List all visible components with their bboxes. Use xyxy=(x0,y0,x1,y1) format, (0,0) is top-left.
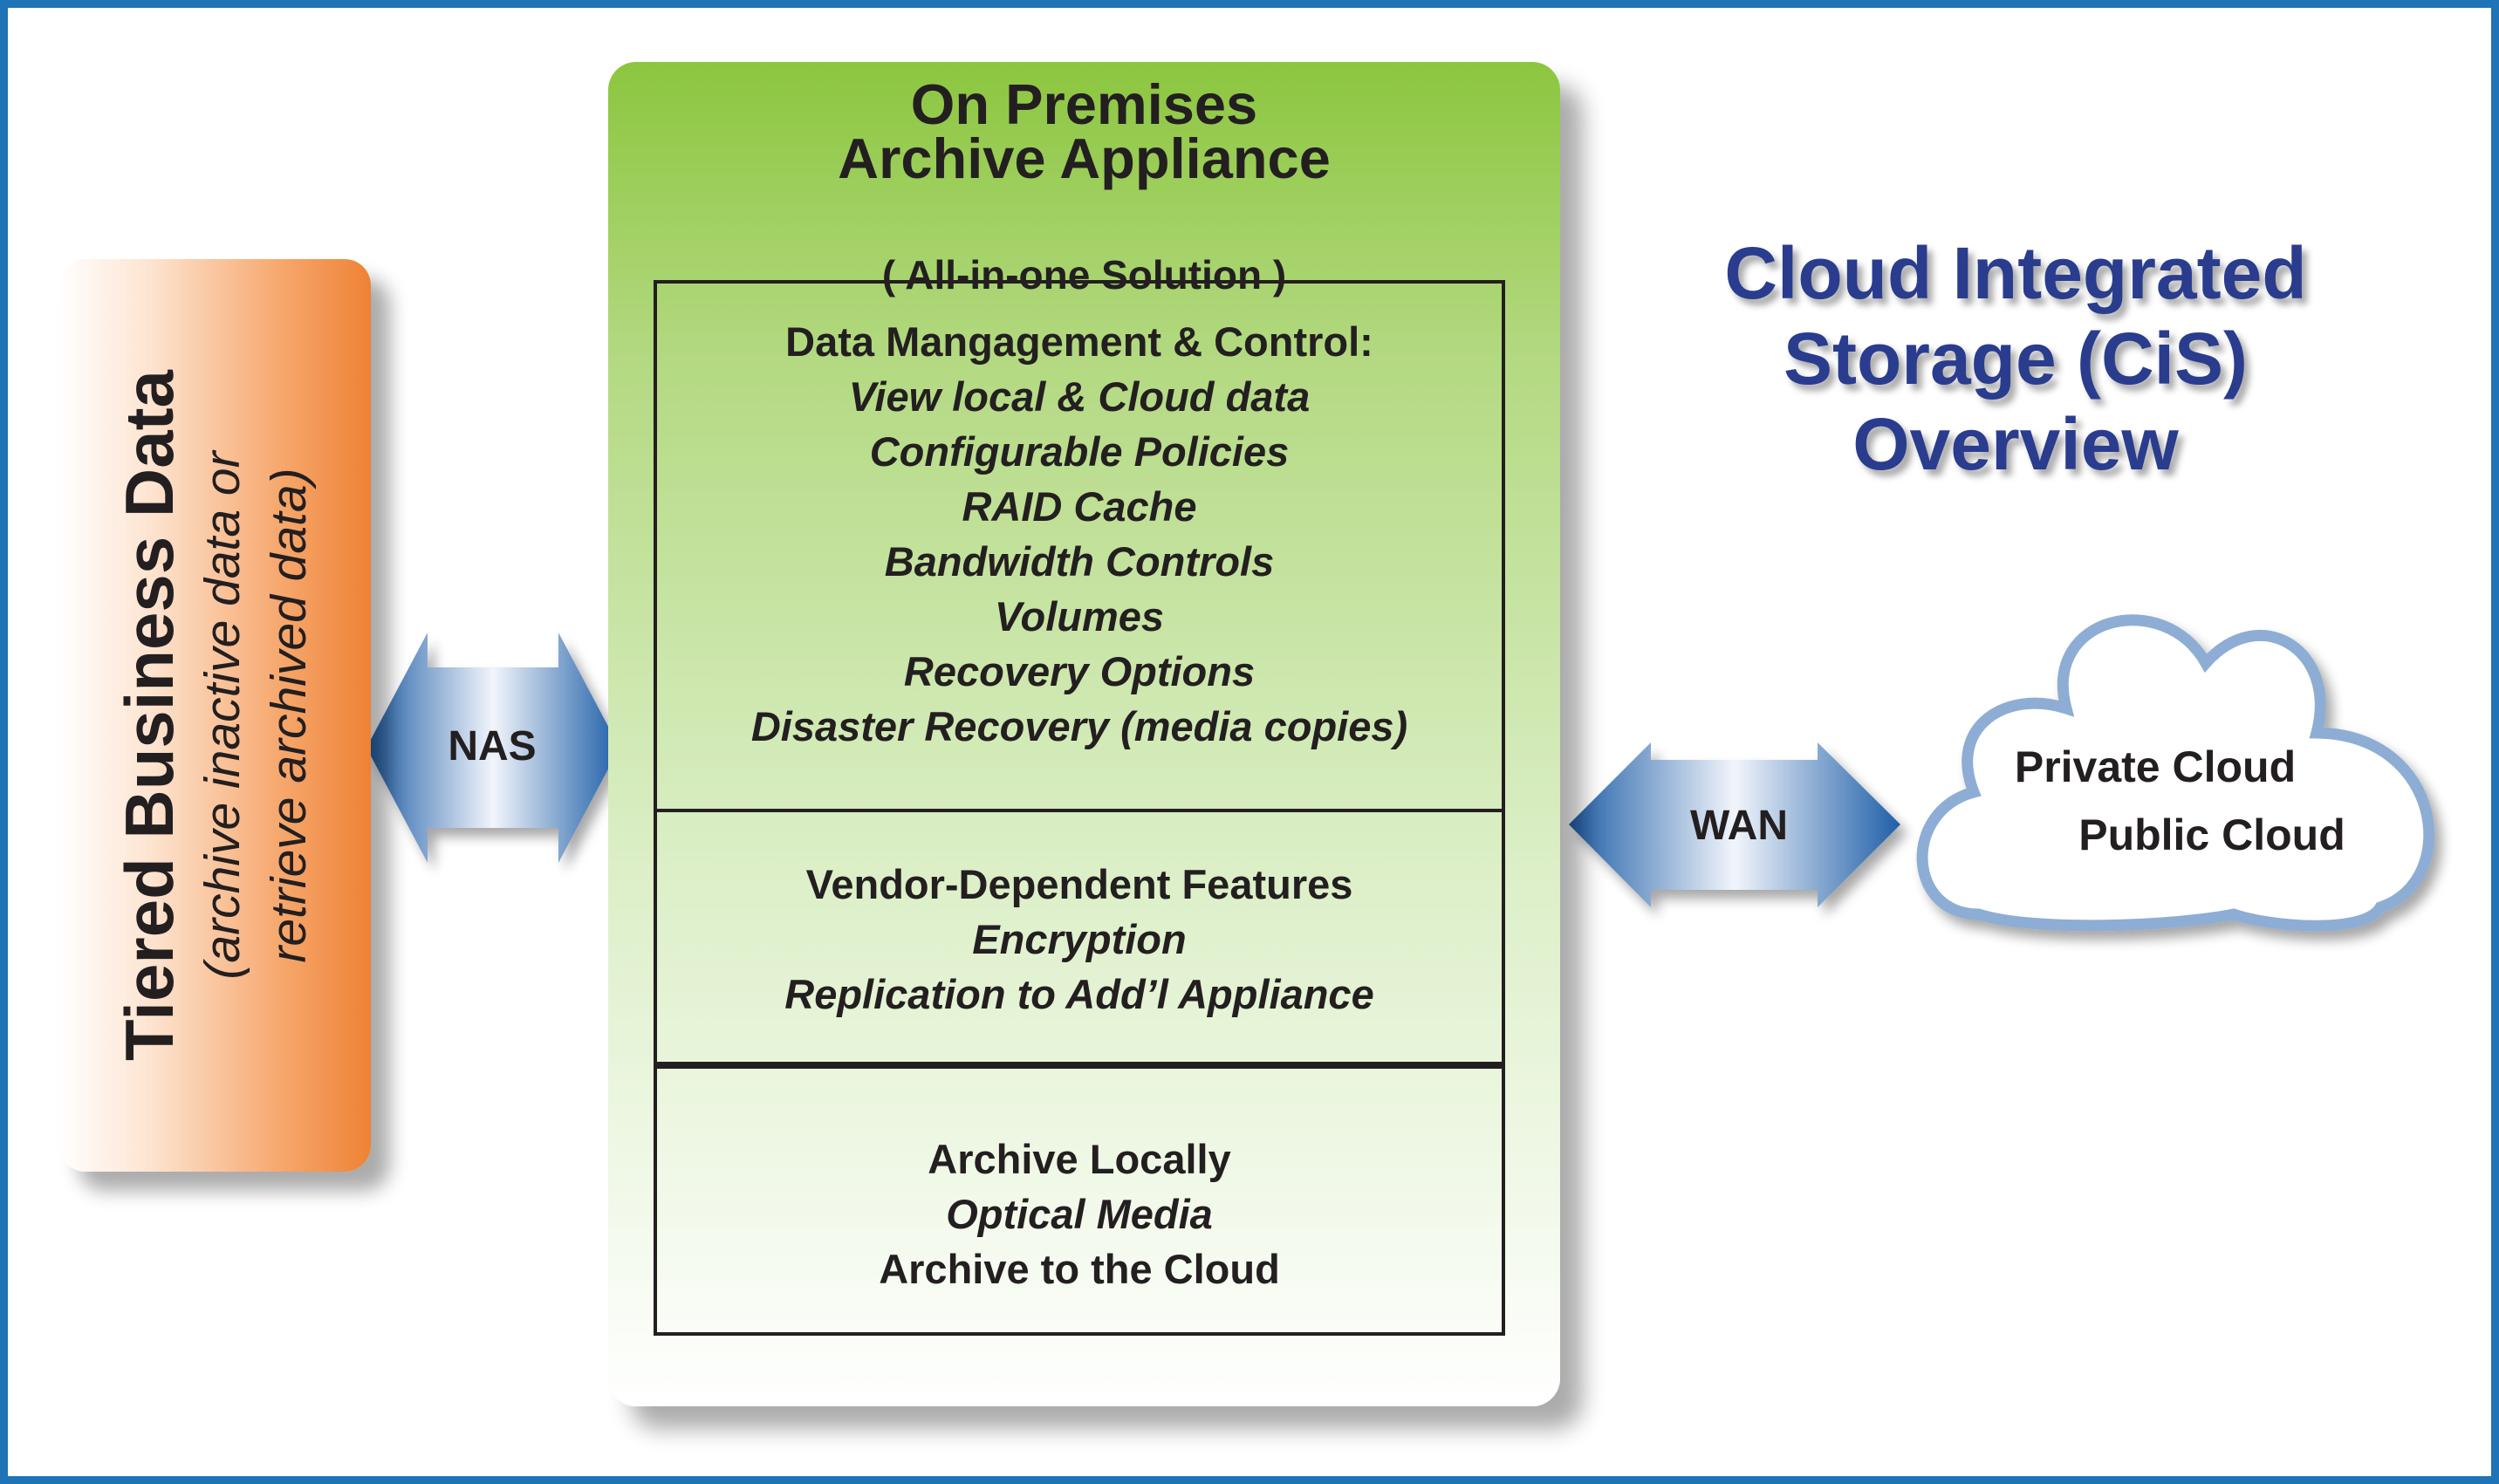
overview-title-line2: Storage (CiS) xyxy=(1783,318,2249,400)
data-management-item: Bandwidth Controls xyxy=(884,538,1275,585)
data-management-heading: Data Mangagement & Control: xyxy=(785,318,1373,365)
tiered-business-data-subtitle-line1: (archive inactive data or xyxy=(194,451,250,980)
tiered-business-data-card: Tiered Business Data (archive inactive d… xyxy=(59,259,371,1172)
data-management-item: View local & Cloud data xyxy=(848,373,1311,420)
data-management-item: Volumes xyxy=(994,593,1165,639)
tiered-business-data-title: Tiered Business Data xyxy=(110,370,188,1061)
private-cloud-label: Private Cloud xyxy=(2014,742,2297,791)
tiered-business-data-subtitle-line2: retrieve archived data) xyxy=(260,468,317,963)
archive-to-cloud-line: Archive to the Cloud xyxy=(879,1246,1280,1292)
overview-title-line3: Overview xyxy=(1852,403,2179,485)
data-management-item: Configurable Policies xyxy=(869,428,1290,475)
public-cloud-label: Public Cloud xyxy=(2078,810,2345,859)
data-management-item: Recovery Options xyxy=(903,648,1256,694)
wan-label: WAN xyxy=(1690,803,1788,849)
appliance-title-line2: Archive Appliance xyxy=(838,127,1331,190)
vendor-features-heading: Vendor-Dependent Features xyxy=(805,861,1353,907)
nas-double-arrow xyxy=(366,633,620,863)
optical-media-line: Optical Media xyxy=(946,1191,1213,1237)
data-management-section: Data Mangagement & Control: View local &… xyxy=(654,280,1505,812)
nas-label: NAS xyxy=(448,723,537,769)
archive-appliance-box: On Premises Archive Appliance ( All-in-o… xyxy=(608,62,1560,1406)
vendor-features-section: Vendor-Dependent Features Encryption Rep… xyxy=(654,809,1505,1065)
vendor-features-item: Replication to Add’l Appliance xyxy=(784,971,1374,1017)
appliance-subtitle: ( All-in-one Solution ) xyxy=(881,252,1287,297)
cloud-shape xyxy=(1916,614,2435,932)
data-management-item: RAID Cache xyxy=(962,483,1197,530)
appliance-title: On Premises Archive Appliance xyxy=(608,72,1560,190)
archive-section: Archive Locally Optical Media Archive to… xyxy=(654,1065,1505,1336)
overview-title: Cloud Integrated Storage (CiS) Overview xyxy=(1623,230,2408,487)
overview-title-line1: Cloud Integrated xyxy=(1724,232,2307,314)
appliance-title-line1: On Premises xyxy=(910,72,1258,136)
vendor-features-item: Encryption xyxy=(972,916,1187,962)
tiered-business-data-text: Tiered Business Data (archive inactive d… xyxy=(109,279,322,1152)
wan-double-arrow xyxy=(1569,742,1900,907)
data-management-item: Disaster Recovery (media copies) xyxy=(750,703,1408,749)
archive-locally-line: Archive Locally xyxy=(928,1136,1231,1182)
